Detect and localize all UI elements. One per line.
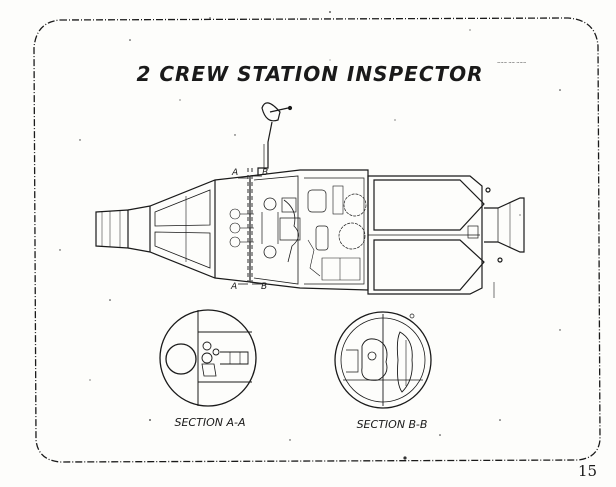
engine-nozzle	[467, 187, 525, 298]
section-mark-a-top: A	[231, 168, 238, 178]
section-b-b-label: SECTION B-B	[357, 418, 428, 431]
corner-note: ~~~ ~~ ~~~	[497, 60, 526, 65]
section-a-a-drawing	[159, 309, 257, 407]
forward-cone-section	[127, 175, 251, 283]
section-b-b-drawing	[334, 311, 432, 409]
section-mark-b-top: B	[262, 168, 268, 178]
section-a-a-label: SECTION A-A	[175, 416, 246, 429]
diagram-title: 2 CREW STATION INSPECTOR	[136, 62, 483, 86]
scan-speckle	[59, 11, 561, 460]
section-mark-a-bottom: A	[230, 282, 237, 292]
spacecraft-side-view	[95, 102, 525, 298]
nose-probe	[95, 209, 129, 249]
antenna-mast	[257, 102, 293, 176]
propellant-tanks	[367, 175, 485, 295]
page-frame	[33, 17, 601, 463]
section-mark-b-bottom: B	[261, 282, 267, 292]
section-cut-lines	[238, 168, 262, 285]
crew-station-module	[229, 169, 369, 291]
page-number: 15	[578, 462, 597, 480]
